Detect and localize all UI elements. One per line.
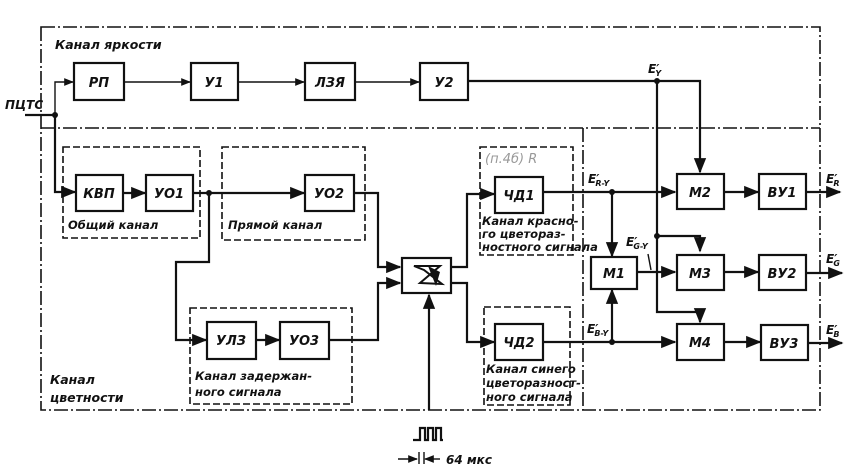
block-uo3: УО3 [278, 320, 331, 361]
group-red-label-line3: ностного сигнала [482, 240, 598, 254]
wire-ey-to-m4 [655, 81, 707, 324]
block-chd2-label: ЧД2 [503, 336, 534, 351]
block-chd1-label: ЧД1 [503, 189, 534, 204]
input-label: ПЦТС [5, 98, 43, 112]
group-red-frame [479, 146, 574, 256]
egy-label: E′G-Y [626, 235, 649, 251]
block-vu1-label: ВУ1 [768, 186, 797, 201]
wire-uo2-to-switch [354, 191, 402, 274]
block-u1-label: У1 [204, 76, 223, 91]
eby-label: E′B-Y [587, 322, 609, 338]
group-delayed-label-line2: ного сигнала [195, 385, 282, 399]
block-kvp: КВП [74, 173, 125, 213]
output-eg-label: E′G [826, 252, 840, 268]
block-chd2: ЧД2 [493, 322, 545, 362]
group-blue-label-line3: ного сигнала [486, 390, 573, 404]
group-delayed-frame [189, 307, 353, 405]
block-ulz: УЛЗ [205, 320, 258, 361]
group-red-label-line2: го цветораз- [482, 227, 566, 241]
block-u1: У1 [189, 61, 240, 102]
output-eb-label: E′B [826, 323, 839, 339]
block-m4-label: М4 [689, 336, 711, 351]
block-m1-label: М1 [603, 267, 625, 282]
output-er-label: E′R [826, 172, 840, 188]
block-m4: М4 [675, 322, 726, 362]
block-rp-label: РП [89, 76, 110, 91]
block-vu1: ВУ1 [757, 172, 808, 211]
wire-switch-to-chd2 [451, 281, 496, 349]
switch-icon [413, 265, 446, 286]
block-uo2-label: УО2 [314, 187, 344, 202]
block-u2-label: У2 [434, 76, 453, 91]
group-blue-label-line2: цветоразност- [486, 376, 581, 390]
block-uo1-label: УО1 [154, 187, 184, 202]
block-uo1: УО1 [144, 173, 195, 213]
luminance-channel-label: Канал яркости [55, 37, 162, 52]
wire-ey-to-m3 [657, 234, 707, 253]
group-red-label-line1: Канал красно- [482, 214, 579, 228]
block-m2: М2 [675, 172, 726, 211]
block-uo3-label: УО3 [289, 334, 319, 349]
block-m1: М1 [589, 255, 639, 291]
group-blue-frame [483, 306, 571, 406]
group-common-frame [62, 146, 201, 239]
wire-to-ulz [174, 193, 211, 347]
group-direct-label: Прямой канал [228, 218, 323, 232]
group-common-label: Общий канал [68, 218, 159, 232]
electronic-switch [400, 256, 453, 295]
block-rp: РП [72, 61, 126, 102]
block-m3: М3 [675, 253, 726, 292]
wire-to-rp [54, 78, 74, 115]
luminance-channel-frame [40, 26, 821, 411]
ery-label: E′R-Y [588, 172, 611, 188]
pulse-period-label: 64 мкс [446, 453, 492, 467]
group-direct-frame [221, 146, 366, 241]
block-lzya: ЛЗЯ [303, 61, 357, 102]
switch-pulse-waveform: 64 мкс [398, 426, 492, 467]
group-blue-label-line1: Канал синего [486, 362, 576, 376]
block-vu2-label: ВУ2 [768, 267, 797, 282]
wire-uo3-to-switch [329, 276, 402, 342]
block-m2-label: М2 [689, 186, 711, 201]
block-vu3-label: ВУ3 [770, 337, 799, 352]
block-u2: У2 [418, 61, 470, 102]
block-chd1: ЧД1 [493, 175, 545, 215]
block-vu2: ВУ2 [757, 253, 808, 292]
wire-to-kvp [53, 115, 77, 199]
block-vu3: ВУ3 [759, 323, 810, 362]
ey-label: E′Y [648, 62, 662, 78]
block-ulz-label: УЛЗ [216, 334, 246, 349]
block-kvp-label: КВП [83, 187, 115, 202]
block-uo2: УО2 [303, 173, 356, 213]
wire-ey-to-m2 [468, 79, 707, 174]
chrominance-channel-label-line2: цветности [50, 390, 124, 405]
chrominance-channel-label-line1: Канал [50, 372, 95, 387]
block-lzya-label: ЛЗЯ [314, 76, 345, 91]
handwritten-note: (п.4б) R [485, 152, 537, 167]
group-delayed-label-line1: Канал задержан- [195, 369, 312, 383]
block-m3-label: М3 [689, 267, 711, 282]
